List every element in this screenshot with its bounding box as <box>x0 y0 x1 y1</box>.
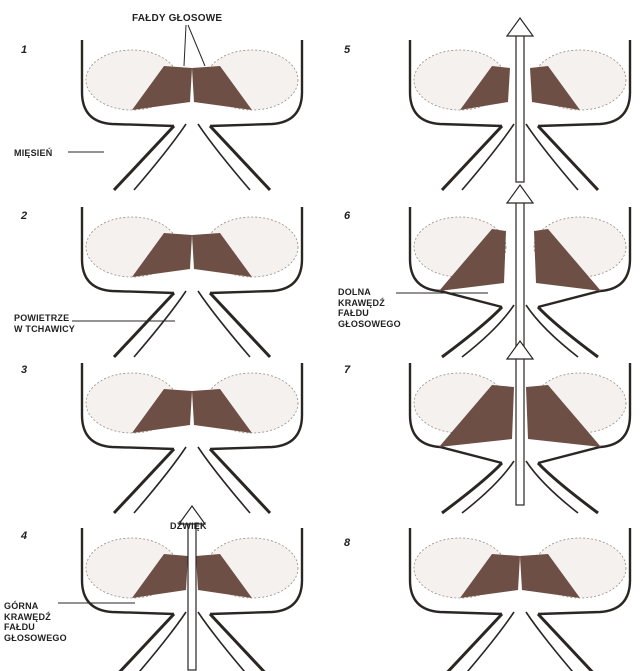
panel-number-2: 2 <box>21 210 27 222</box>
trachea-wall-left <box>442 614 502 671</box>
vocal-folds-label: FAŁDY GŁOSOWE <box>132 14 222 25</box>
trachea-inner-left <box>134 612 186 671</box>
trachea-wall-right <box>538 614 598 671</box>
airflow-arrowhead <box>507 341 533 359</box>
trachea-wall-left <box>114 126 174 190</box>
trachea-inner-right <box>526 461 578 513</box>
trachea-inner-right <box>526 124 578 190</box>
trachea-inner-right <box>526 612 578 671</box>
panel-1 <box>82 40 302 190</box>
trachea-inner-right <box>198 612 250 671</box>
panel-number-7: 7 <box>344 364 350 376</box>
airflow-arrow-shaft <box>516 201 524 349</box>
panel-6 <box>410 185 630 357</box>
trachea-inner-right <box>198 447 250 513</box>
trachea-inner-left <box>462 305 514 357</box>
trachea-inner-left <box>462 124 514 190</box>
trachea-wall-left <box>114 614 174 671</box>
panel-5 <box>410 18 630 190</box>
panel-number-6: 6 <box>344 210 350 222</box>
panel-3 <box>82 363 302 513</box>
panel-number-1: 1 <box>21 44 27 56</box>
panel-8 <box>410 528 630 671</box>
trachea-inner-left <box>134 447 186 513</box>
trachea-wall-right <box>210 449 270 513</box>
airflow-arrow-shaft <box>516 34 524 182</box>
panel-2 <box>82 207 302 357</box>
muscle-label: MIĘSIEŃ <box>14 148 52 159</box>
panel-7 <box>410 341 630 513</box>
vocal-folds-leader <box>184 25 205 66</box>
trachea-wall-left <box>442 126 502 190</box>
panel-number-5: 5 <box>344 44 350 56</box>
trachea-inner-right <box>526 305 578 357</box>
airflow-arrow-shaft <box>188 522 196 670</box>
sound-label: DŹWIĘK <box>170 521 207 532</box>
panel-number-4: 4 <box>21 530 27 542</box>
airflow-arrowhead <box>507 185 533 203</box>
trachea-inner-left <box>462 461 514 513</box>
trachea-inner-left <box>134 291 186 357</box>
trachea-wall-right <box>210 293 270 357</box>
trachea-wall-right <box>538 126 598 190</box>
airflow-arrow-shaft <box>516 357 524 505</box>
trachea-inner-left <box>462 612 514 671</box>
trachea-inner-right <box>198 291 250 357</box>
trachea-wall-right <box>210 126 270 190</box>
trachea-inner-left <box>134 124 186 190</box>
trachea-wall-right <box>210 614 270 671</box>
panel-number-3: 3 <box>21 364 27 376</box>
airflow-arrowhead <box>507 18 533 36</box>
trachea-inner-right <box>198 124 250 190</box>
trachea-wall-left <box>114 293 174 357</box>
trachea-wall-left <box>114 449 174 513</box>
panel-number-8: 8 <box>344 537 350 549</box>
